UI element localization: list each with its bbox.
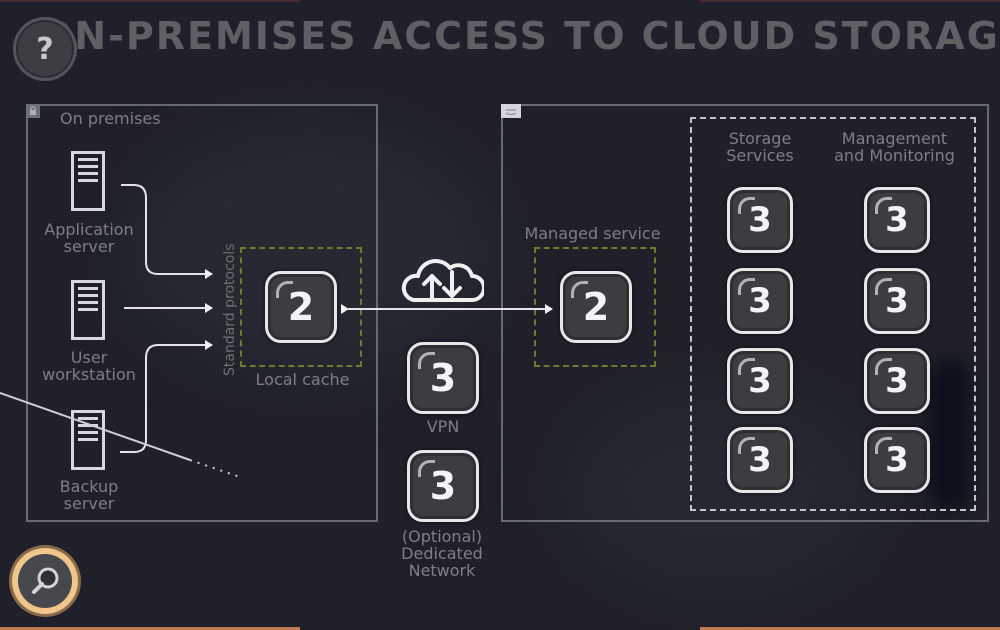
backup-server-icon[interactable] <box>71 410 105 470</box>
management-monitoring-label: Management and Monitoring <box>822 130 967 164</box>
help-button[interactable]: ? <box>13 17 77 81</box>
storage-service-tile[interactable]: 3 <box>727 427 793 493</box>
label-line: (Optional) <box>401 527 483 546</box>
local-cache-tile[interactable]: 2 <box>265 271 337 343</box>
label-line: Backup <box>59 477 119 496</box>
label-line: User <box>70 348 108 367</box>
bottom-edge-accent <box>700 627 1000 630</box>
management-monitoring-tile[interactable]: 3 <box>864 427 930 493</box>
label-line: server <box>63 237 115 256</box>
management-monitoring-tile[interactable]: 3 <box>864 348 930 414</box>
storage-service-tile[interactable]: 3 <box>727 268 793 334</box>
vpn-label: VPN <box>426 417 460 436</box>
management-monitoring-tile[interactable]: 3 <box>864 268 930 334</box>
top-edge-accent <box>0 0 300 2</box>
page-title: On-Premises Access to Cloud Storage <box>40 14 1000 58</box>
standard-protocols-label: Standard protocols <box>222 243 238 376</box>
user-workstation-icon[interactable] <box>71 280 105 340</box>
label-line: Network <box>408 561 476 580</box>
services-group-boundary <box>690 117 976 511</box>
top-edge-accent <box>700 0 1000 2</box>
label-line: Application <box>44 220 134 239</box>
question-mark-icon: ? <box>36 31 54 67</box>
label-line: Management <box>841 129 948 148</box>
storage-service-tile[interactable]: 3 <box>727 187 793 253</box>
search-button[interactable] <box>12 548 78 614</box>
storage-service-tile[interactable]: 3 <box>727 348 793 414</box>
local-cache-label: Local cache <box>255 370 350 389</box>
label-line: and Monitoring <box>834 146 955 165</box>
managed-service-tile[interactable]: 2 <box>560 271 632 343</box>
label-line: workstation <box>42 365 136 384</box>
bottom-edge-accent <box>0 627 300 630</box>
application-server-label: Application server <box>30 221 148 255</box>
vpn-tile[interactable]: 3 <box>407 342 479 414</box>
cloud-upload-download-icon <box>400 252 486 308</box>
storage-services-label: Storage Services <box>710 130 810 164</box>
lock-icon <box>26 104 40 118</box>
magnifier-icon <box>32 567 59 594</box>
cloud-provider-icon <box>501 104 521 118</box>
label-line: Dedicated <box>401 544 483 563</box>
management-monitoring-tile[interactable]: 3 <box>864 187 930 253</box>
managed-service-label: Managed service <box>524 224 661 243</box>
backup-server-label: Backup server <box>30 478 148 512</box>
on-premises-label: On premises <box>60 109 161 128</box>
dedicated-network-tile[interactable]: 3 <box>407 450 479 522</box>
label-line: Storage <box>728 129 792 148</box>
label-line: server <box>63 494 115 513</box>
user-workstation-label: User workstation <box>30 349 148 383</box>
label-line: Services <box>726 146 794 165</box>
dedicated-network-label: (Optional) Dedicated Network <box>380 528 504 579</box>
application-server-icon[interactable] <box>71 151 105 211</box>
